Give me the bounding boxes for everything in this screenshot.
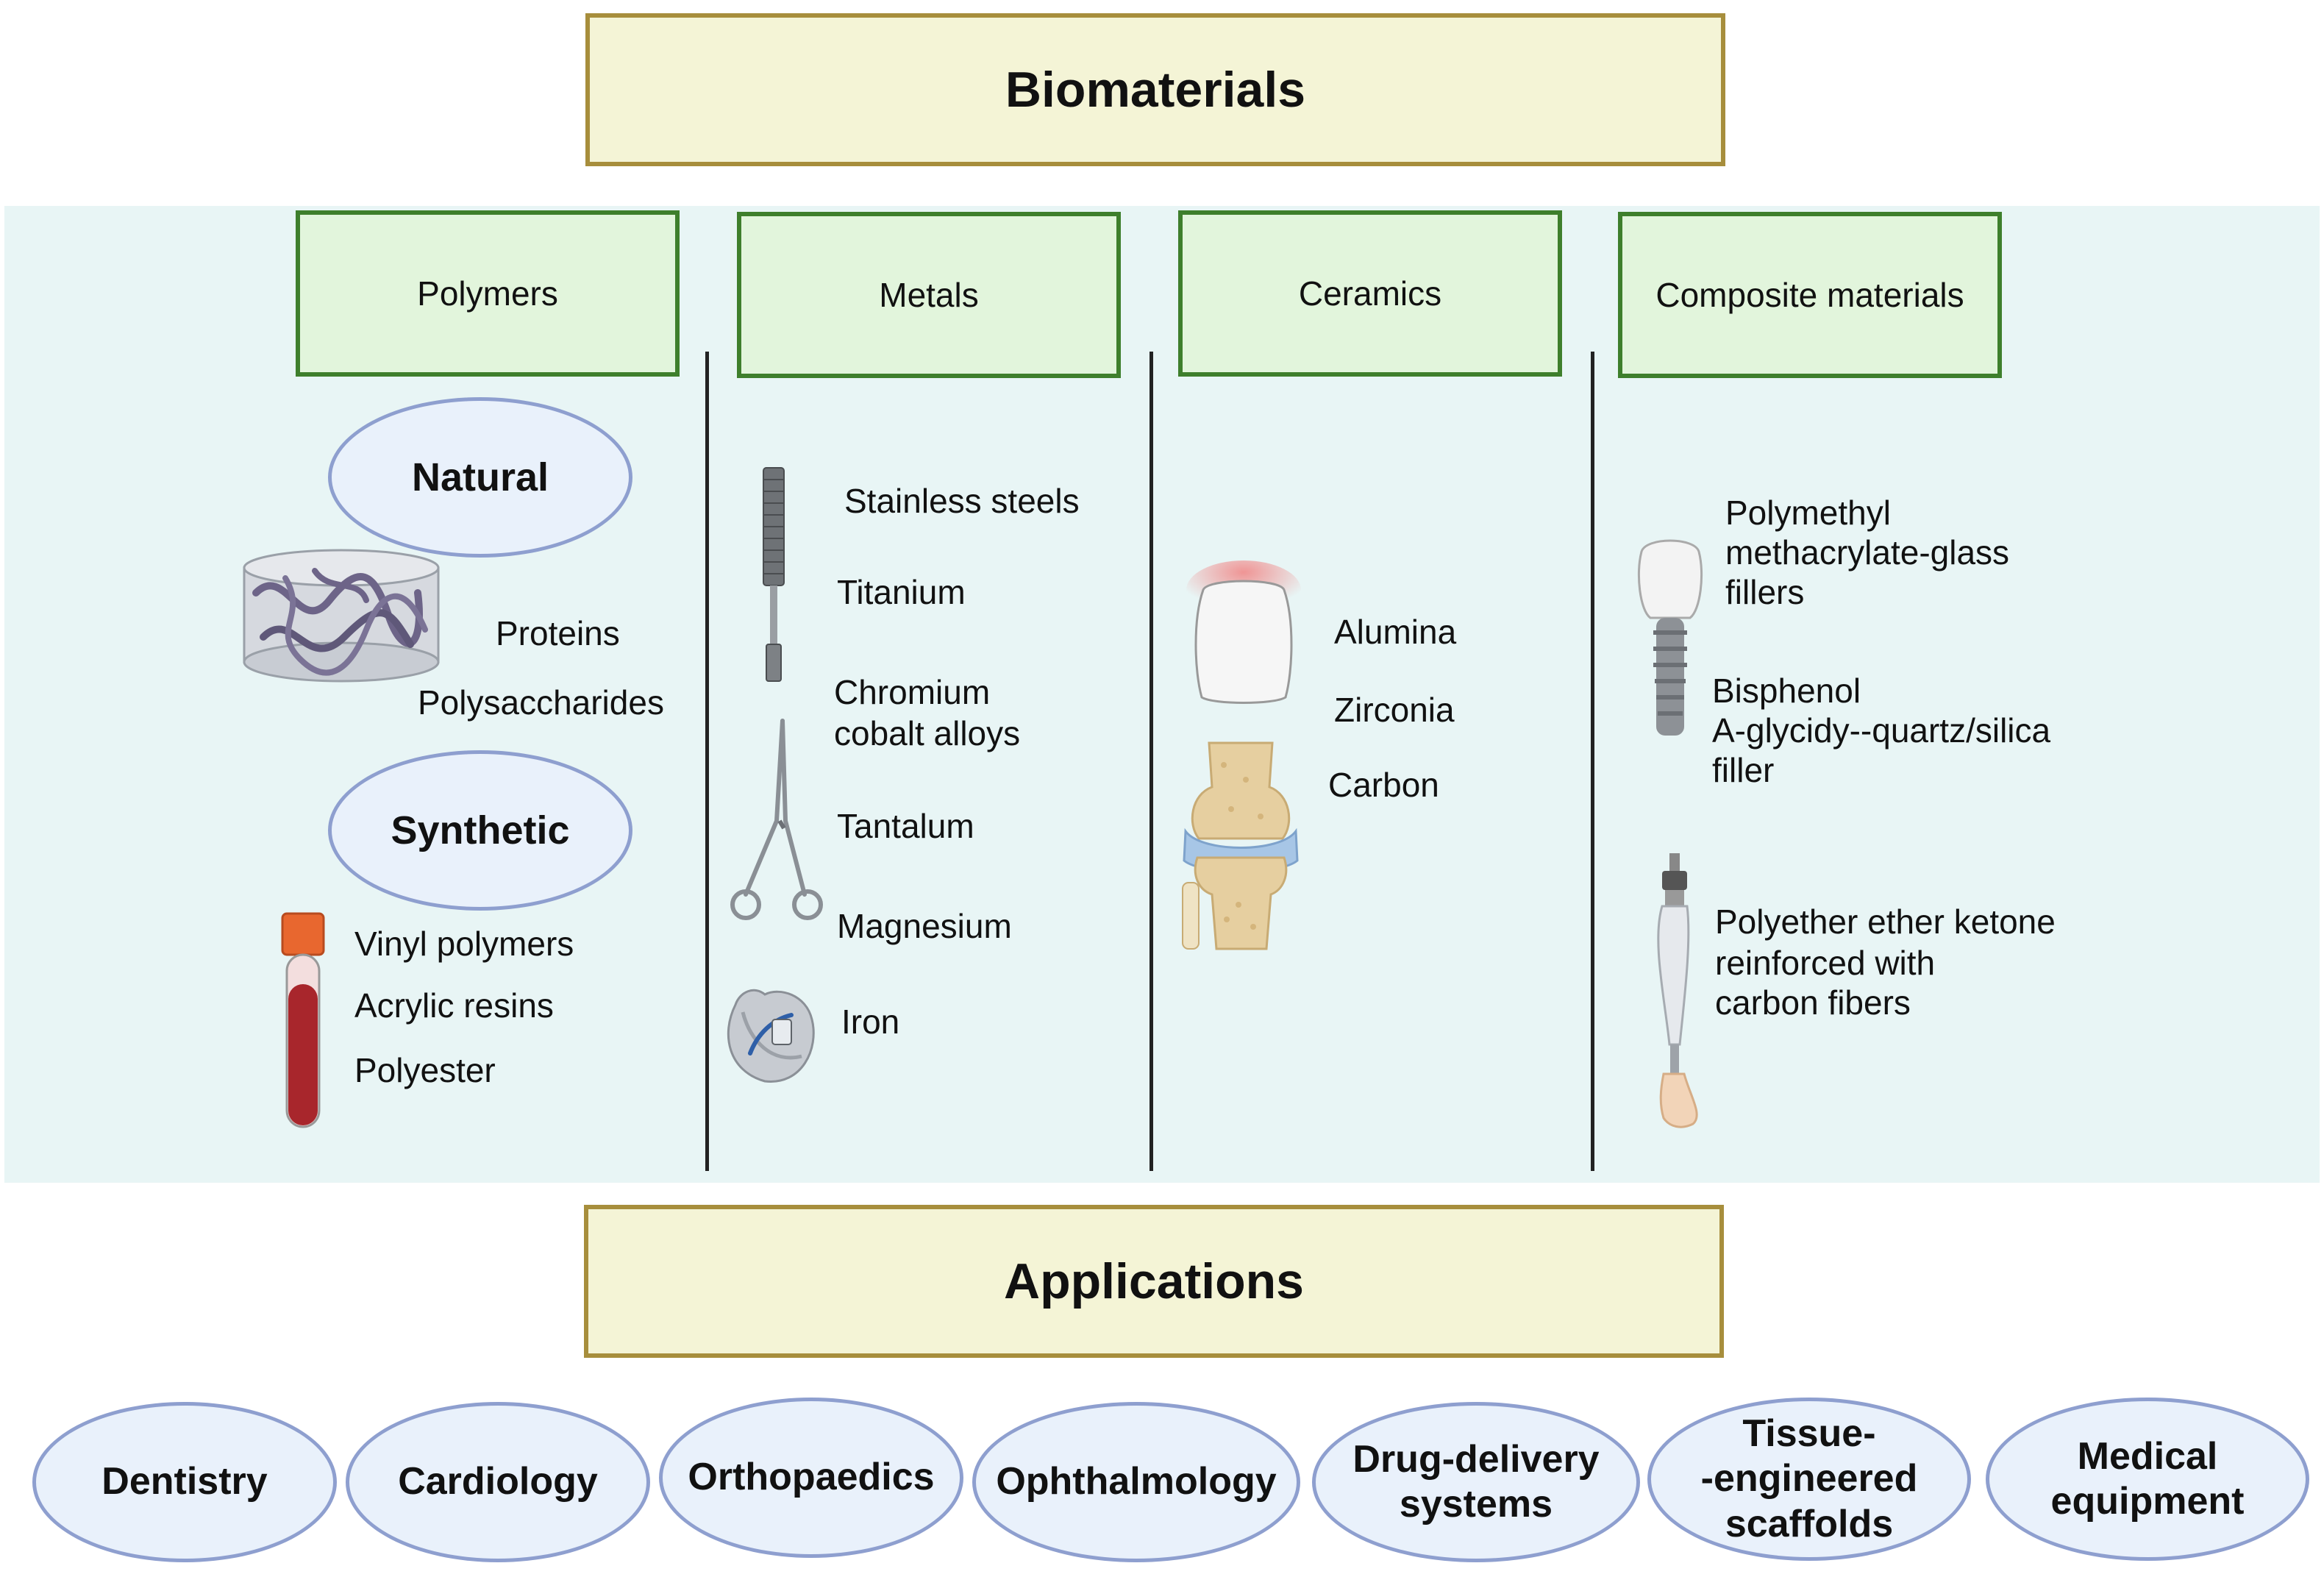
application-ophthalmology: Ophthalmology: [972, 1402, 1300, 1562]
application-dentistry: Dentistry: [32, 1402, 337, 1562]
composite-item-line: carbon fibers: [1715, 983, 1911, 1022]
dental-implant-icon: [1637, 539, 1703, 736]
column-divider: [705, 352, 709, 1171]
polymer-synthetic-item: Acrylic resins: [354, 986, 554, 1025]
polymer-natural-item: Polysaccharides: [418, 683, 664, 722]
polymer-natural-item: Proteins: [496, 614, 620, 652]
application-cardiology: Cardiology: [346, 1402, 650, 1562]
applications-title: Applications: [584, 1205, 1724, 1358]
category-polymers: Polymers: [296, 210, 680, 377]
column-divider: [1591, 352, 1594, 1171]
composite-item-line: Polyether ether ketone: [1715, 903, 2056, 941]
natural-oval: Natural: [328, 397, 632, 558]
synthetic-oval: Synthetic: [328, 750, 632, 911]
composite-item-line: Bisphenol: [1712, 672, 1861, 710]
protein-hydrogel-icon: [243, 549, 440, 683]
metal-item: Stainless steels: [844, 482, 1080, 520]
ceramic-item: Alumina: [1334, 613, 1457, 651]
composite-item-line: fillers: [1725, 573, 1805, 611]
category-ceramics: Ceramics: [1178, 210, 1562, 377]
column-divider: [1149, 352, 1153, 1171]
composite-item-line: methacrylate-glass: [1725, 533, 2010, 572]
polymer-synthetic-item: Vinyl polymers: [354, 925, 574, 963]
ceramic-item: Carbon: [1328, 766, 1439, 804]
category-metals: Metals: [737, 212, 1121, 378]
composite-item-line: filler: [1712, 751, 1775, 789]
composite-item-line: A-glycidy--quartz/silica: [1712, 711, 2051, 750]
metal-item: Iron: [841, 1003, 900, 1041]
ceramic-item: Zirconia: [1334, 691, 1455, 729]
heart-valve-icon: [727, 989, 815, 1083]
application-orthopaedics: Orthopaedics: [659, 1398, 963, 1558]
metal-item: Chromium: [834, 673, 991, 711]
metal-item: Tantalum: [837, 807, 974, 845]
composite-item-line: Polymethyl: [1725, 494, 1891, 532]
surgical-clamp-icon: [730, 719, 823, 920]
blood-tube-icon: [281, 912, 325, 1128]
metal-item: Magnesium: [837, 907, 1012, 945]
knee-joint-icon: [1182, 741, 1299, 950]
metal-item: cobalt alloys: [834, 714, 1021, 752]
composite-item-line: reinforced with: [1715, 944, 1936, 982]
header-title: Biomaterials: [585, 13, 1725, 166]
polymer-synthetic-item: Polyester: [354, 1051, 496, 1089]
prosthetic-leg-icon: [1657, 853, 1698, 1128]
tooth-crown-icon: [1186, 560, 1301, 704]
category-composites: Composite materials: [1618, 212, 2002, 378]
metal-item: Titanium: [837, 573, 966, 611]
bone-screw-icon: [763, 467, 785, 682]
